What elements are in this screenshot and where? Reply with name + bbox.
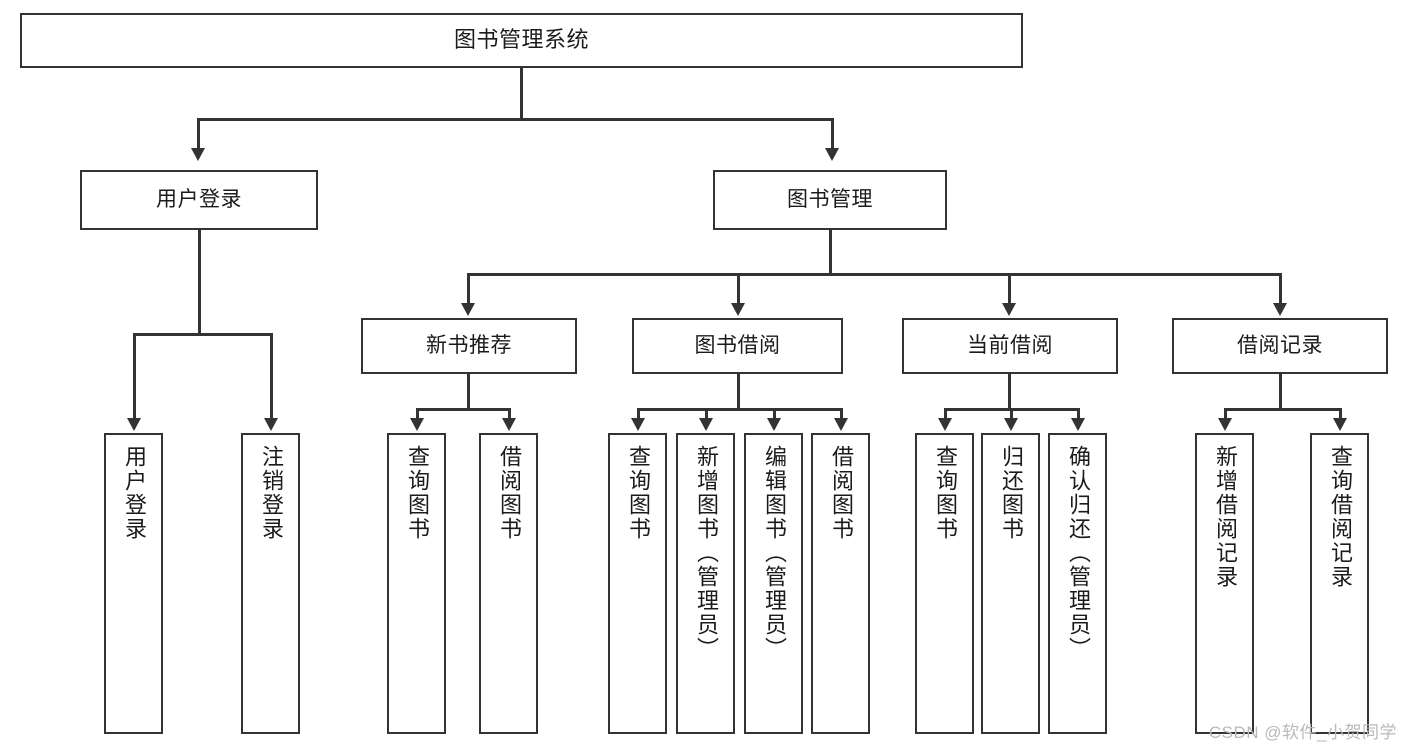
arrow-to-current-borrow	[1002, 303, 1016, 316]
node-root-system[interactable]: 图书管理系统	[20, 13, 1023, 68]
node-label: 借阅图书	[496, 445, 522, 541]
node-current-borrow[interactable]: 当前借阅	[902, 318, 1118, 374]
arrow-current-borrow-to-leaf-2	[1004, 418, 1018, 431]
leaf-add-book[interactable]: 新增图书（管理员）	[676, 433, 735, 734]
connector-borrow-record-bar	[1224, 408, 1341, 411]
connector-user-login-to-leaf-1	[133, 333, 136, 420]
node-label: 归还图书	[998, 445, 1024, 541]
arrow-book-borrow-to-leaf-1	[631, 418, 645, 431]
leaf-query-book-1[interactable]: 查询图书	[387, 433, 446, 734]
leaf-query-record[interactable]: 查询借阅记录	[1310, 433, 1369, 734]
node-book-manage[interactable]: 图书管理	[713, 170, 947, 230]
connector-book-borrow-to-leaf-2	[705, 408, 708, 420]
node-label: 编辑图书（管理员）	[761, 445, 787, 661]
arrow-root-to-book-manage	[825, 148, 839, 161]
connector-root-to-user-login	[197, 118, 200, 150]
connector-to-new-book-rec	[467, 273, 470, 305]
connector-current-borrow-to-leaf-3	[1077, 408, 1080, 420]
node-label: 查询图书	[625, 445, 651, 541]
arrow-borrow-record-to-leaf-2	[1333, 418, 1347, 431]
node-label: 查询借阅记录	[1327, 445, 1353, 589]
arrow-current-borrow-to-leaf-3	[1071, 418, 1085, 431]
node-label: 当前借阅	[967, 334, 1053, 358]
connector-current-borrow-to-leaf-1	[944, 408, 947, 420]
connector-book-borrow-bar	[637, 408, 842, 411]
arrow-new-book-rec-to-leaf-1	[410, 418, 424, 431]
leaf-logout-login[interactable]: 注销登录	[241, 433, 300, 734]
arrow-book-borrow-to-leaf-4	[834, 418, 848, 431]
arrow-current-borrow-to-leaf-1	[938, 418, 952, 431]
node-book-borrow[interactable]: 图书借阅	[632, 318, 843, 374]
node-label: 注销登录	[258, 445, 284, 541]
connector-book-borrow-to-leaf-3	[773, 408, 776, 420]
arrow-book-borrow-to-leaf-2	[699, 418, 713, 431]
node-new-book-rec[interactable]: 新书推荐	[361, 318, 577, 374]
connector-new-book-rec-bar	[416, 408, 508, 411]
node-label: 图书管理系统	[453, 27, 589, 53]
watermark-text: CSDN @软件_小贺同学	[1208, 723, 1397, 742]
node-borrow-record[interactable]: 借阅记录	[1172, 318, 1388, 374]
node-label: 借阅记录	[1237, 334, 1323, 358]
connector-book-borrow-stem	[737, 374, 740, 408]
node-label: 查询图书	[932, 445, 958, 541]
connector-new-book-rec-to-leaf-1	[416, 408, 419, 420]
connector-book-borrow-to-leaf-4	[840, 408, 843, 420]
arrow-root-to-user-login	[191, 148, 205, 161]
arrow-borrow-record-to-leaf-1	[1218, 418, 1232, 431]
leaf-user-login[interactable]: 用户登录	[104, 433, 163, 734]
connector-current-borrow-to-leaf-2	[1010, 408, 1013, 420]
node-label: 新增借阅记录	[1212, 445, 1238, 589]
connector-root-stem	[520, 68, 523, 118]
connector-to-book-borrow	[737, 273, 740, 305]
connector-user-login-to-leaf-2	[270, 333, 273, 420]
node-label: 查询图书	[404, 445, 430, 541]
arrow-to-borrow-record	[1273, 303, 1287, 316]
node-label: 图书管理	[787, 188, 873, 212]
leaf-confirm-return[interactable]: 确认归还（管理员）	[1048, 433, 1107, 734]
connector-book-borrow-to-leaf-1	[637, 408, 640, 420]
leaf-return-book[interactable]: 归还图书	[981, 433, 1040, 734]
node-label: 借阅图书	[828, 445, 854, 541]
arrow-book-borrow-to-leaf-3	[767, 418, 781, 431]
connector-book-manage-stem	[829, 230, 832, 273]
connector-user-login-bar	[133, 333, 272, 336]
arrow-to-book-borrow	[731, 303, 745, 316]
node-label: 新书推荐	[426, 334, 512, 358]
node-label: 新增图书（管理员）	[693, 445, 719, 661]
connector-borrow-record-to-leaf-2	[1339, 408, 1342, 420]
connector-current-borrow-stem	[1008, 374, 1011, 408]
arrow-to-new-book-rec	[461, 303, 475, 316]
arrow-new-book-rec-to-leaf-2	[502, 418, 516, 431]
leaf-borrow-book-2[interactable]: 借阅图书	[811, 433, 870, 734]
arrow-user-login-to-leaf-2	[264, 418, 278, 431]
leaf-edit-book[interactable]: 编辑图书（管理员）	[744, 433, 803, 734]
node-label: 确认归还（管理员）	[1065, 445, 1091, 661]
connector-borrow-record-stem	[1279, 374, 1282, 408]
leaf-add-record[interactable]: 新增借阅记录	[1195, 433, 1254, 734]
connector-root-bar	[197, 118, 833, 121]
node-label: 用户登录	[121, 445, 147, 541]
leaf-borrow-book-1[interactable]: 借阅图书	[479, 433, 538, 734]
leaf-query-book-3[interactable]: 查询图书	[915, 433, 974, 734]
connector-new-book-rec-stem	[467, 374, 470, 408]
connector-to-borrow-record	[1279, 273, 1282, 305]
node-user-login[interactable]: 用户登录	[80, 170, 318, 230]
connector-user-login-stem	[198, 230, 201, 333]
leaf-query-book-2[interactable]: 查询图书	[608, 433, 667, 734]
connector-borrow-record-to-leaf-1	[1224, 408, 1227, 420]
connector-new-book-rec-to-leaf-2	[508, 408, 511, 420]
connector-book-manage-bar	[467, 273, 1279, 276]
connector-root-to-book-manage	[831, 118, 834, 150]
arrow-user-login-to-leaf-1	[127, 418, 141, 431]
connector-to-current-borrow	[1008, 273, 1011, 305]
node-label: 图书借阅	[694, 334, 781, 358]
node-label: 用户登录	[156, 188, 242, 212]
